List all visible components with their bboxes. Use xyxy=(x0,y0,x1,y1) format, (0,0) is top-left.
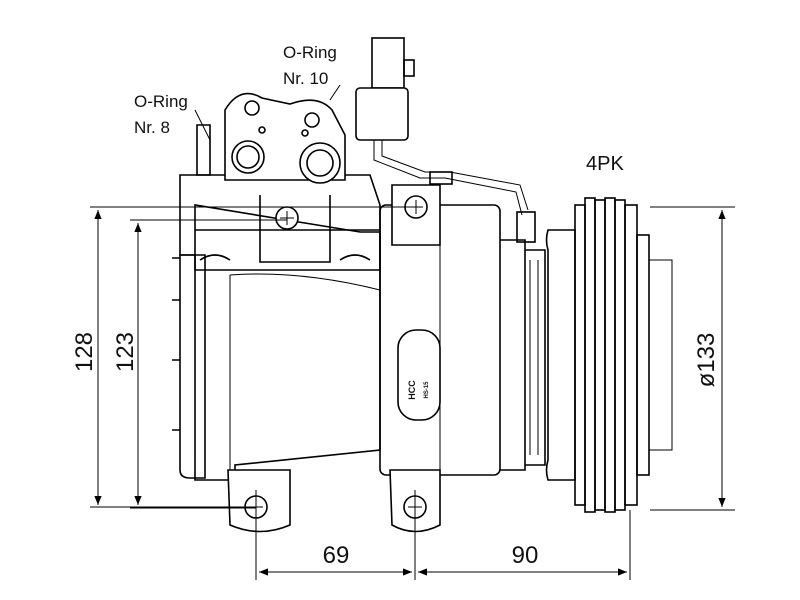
dimension-lines xyxy=(90,84,735,580)
oring-10-label-line2: Nr. 10 xyxy=(283,69,328,88)
oring-8-label-line2: Nr. 8 xyxy=(134,118,170,137)
dimension-90: 90 xyxy=(512,542,539,569)
model-code-text: HS-15 xyxy=(424,381,430,399)
electrical-connector xyxy=(355,37,536,243)
compressor-body xyxy=(172,124,546,533)
pulley-type-label: 4PK xyxy=(586,153,624,175)
dimension-diameter-133: ø133 xyxy=(693,333,720,388)
pulley xyxy=(545,197,673,513)
dimension-128: 128 xyxy=(71,332,98,372)
dimension-69: 69 xyxy=(323,542,350,569)
valve-flange xyxy=(224,92,346,184)
oring-8-label-line1: O-Ring xyxy=(134,92,188,111)
brand-logo-text: HCC xyxy=(407,380,417,400)
dimension-123: 123 xyxy=(112,332,139,372)
brand-plate: HCC HS-15 xyxy=(397,329,441,421)
oring-10-label-line1: O-Ring xyxy=(283,43,337,62)
